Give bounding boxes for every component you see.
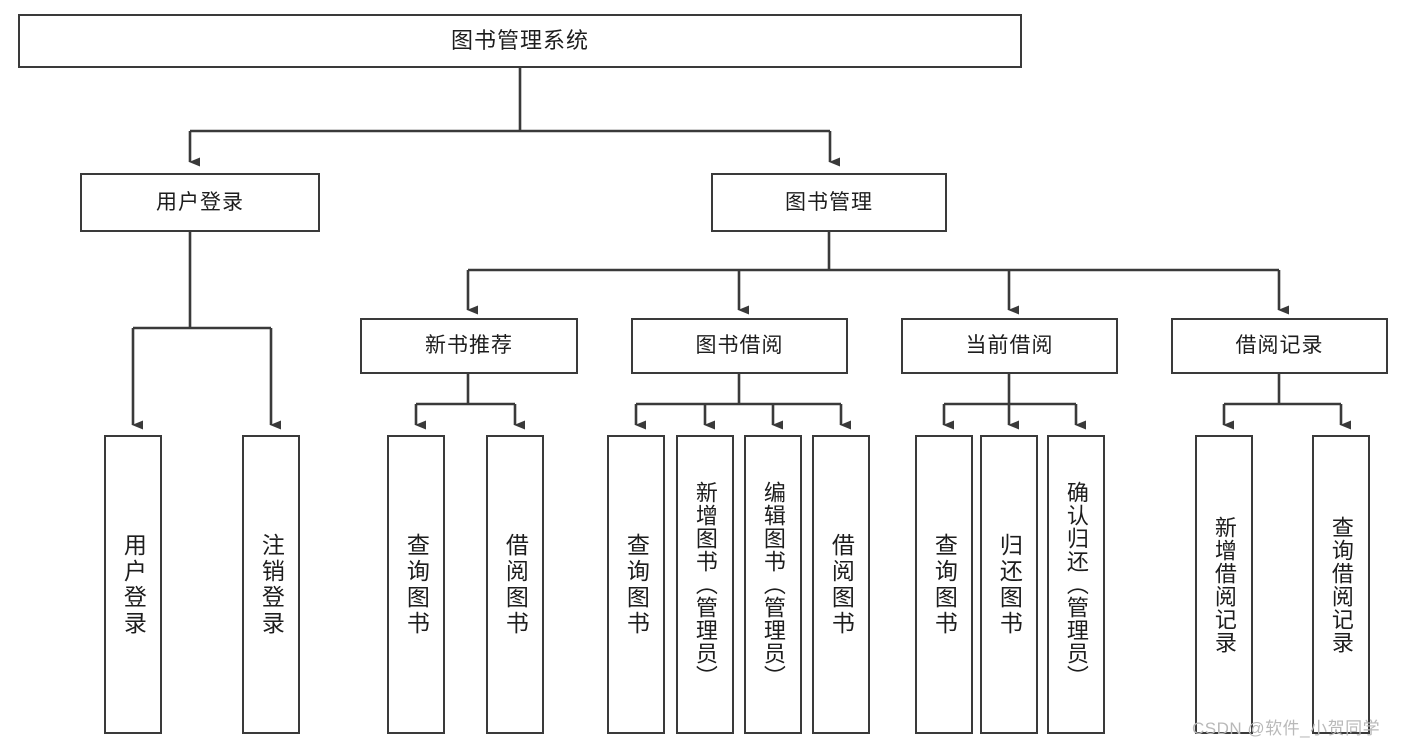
leaf-label: 借阅图书: [828, 532, 855, 637]
leaf-label: 新增图书（管理员）: [692, 481, 718, 688]
leaf-label: 新增借阅记录: [1211, 515, 1237, 654]
leaf-borrow-book[interactable]: 借阅图书: [812, 435, 870, 734]
watermark: CSDN @软件_小贺同学: [1192, 719, 1381, 738]
leaf-user-login[interactable]: 用户登录: [104, 435, 162, 734]
node-label: 图书借阅: [695, 334, 784, 358]
node-label: 新书推荐: [425, 334, 513, 358]
leaf-query-book-borrow[interactable]: 查询图书: [607, 435, 665, 734]
leaf-borrow-book-recommend[interactable]: 借阅图书: [486, 435, 544, 734]
leaf-label: 编辑图书（管理员）: [760, 481, 786, 688]
node-user-login[interactable]: 用户登录: [80, 173, 320, 232]
leaf-query-book-current[interactable]: 查询图书: [915, 435, 973, 734]
node-book-borrow[interactable]: 图书借阅: [631, 318, 848, 374]
leaf-query-borrow-record[interactable]: 查询借阅记录: [1312, 435, 1370, 734]
leaf-label: 归还图书: [996, 532, 1023, 637]
leaf-label: 注销登录: [258, 532, 285, 637]
leaf-edit-book-admin[interactable]: 编辑图书（管理员）: [744, 435, 802, 734]
leaf-confirm-return-admin[interactable]: 确认归还（管理员）: [1047, 435, 1105, 734]
leaf-label: 用户登录: [120, 532, 147, 637]
leaf-label: 查询借阅记录: [1328, 515, 1354, 654]
leaf-logout-login[interactable]: 注销登录: [242, 435, 300, 734]
node-new-book-recommend[interactable]: 新书推荐: [360, 318, 578, 374]
leaf-query-book-recommend[interactable]: 查询图书: [387, 435, 445, 734]
leaf-label: 确认归还（管理员）: [1063, 481, 1089, 688]
node-label: 借阅记录: [1235, 334, 1324, 358]
node-label: 用户登录: [156, 190, 244, 214]
leaf-add-borrow-record[interactable]: 新增借阅记录: [1195, 435, 1253, 734]
node-label: 图书管理系统: [450, 27, 589, 53]
leaf-label: 借阅图书: [502, 532, 529, 637]
leaf-return-book[interactable]: 归还图书: [980, 435, 1038, 734]
leaf-label: 查询图书: [623, 532, 650, 637]
node-root-book-management-system[interactable]: 图书管理系统: [18, 14, 1022, 68]
node-label: 当前借阅: [965, 334, 1054, 358]
node-borrow-record[interactable]: 借阅记录: [1171, 318, 1388, 374]
leaf-add-book-admin[interactable]: 新增图书（管理员）: [676, 435, 734, 734]
leaf-label: 查询图书: [403, 532, 430, 637]
node-current-borrow[interactable]: 当前借阅: [901, 318, 1118, 374]
leaf-label: 查询图书: [931, 532, 958, 637]
node-book-management[interactable]: 图书管理: [711, 173, 947, 232]
node-label: 图书管理: [785, 190, 873, 214]
